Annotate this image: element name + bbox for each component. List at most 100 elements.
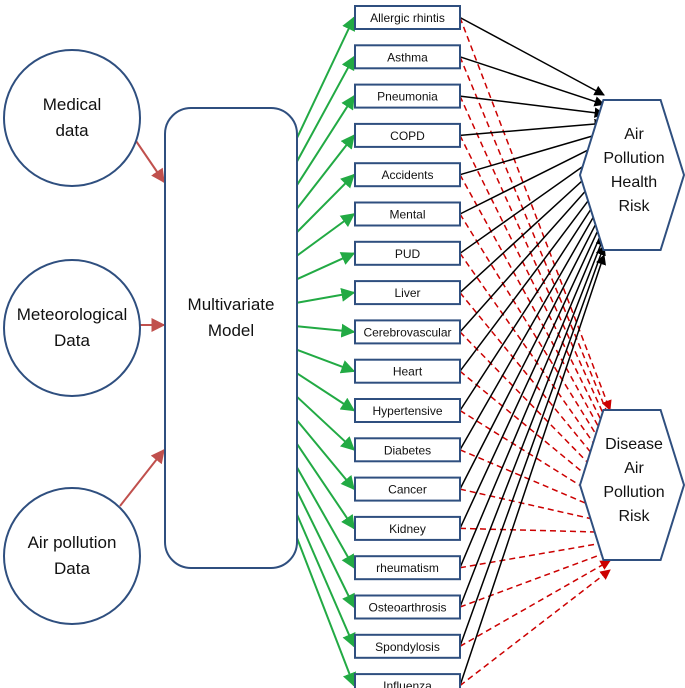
model-to-disease-arrow [296,94,355,186]
disease-label: Osteoarthrosis [368,601,446,615]
disease-node [354,319,461,345]
disease-node [354,633,461,659]
disease-risk-arrow [459,17,612,411]
output-node-label: Disease [605,436,663,453]
health-risk-arrow [459,216,605,529]
health-risk-arrow [459,244,606,647]
disease-label: PUD [395,247,421,261]
health-risk-arrow [459,160,605,294]
disease-risk-arrow [459,538,612,569]
model-to-disease-arrow [296,134,355,210]
health-risk-arrow [459,141,605,215]
input-node-label: Meteorological [17,305,128,324]
disease-node [354,280,461,306]
model-to-disease-arrow [296,372,356,412]
disease-node [354,162,461,188]
disease-label: Cancer [388,483,427,497]
disease-label: Mental [389,208,425,222]
model-to-disease-arrow [296,396,356,451]
disease-label: COPD [390,129,425,143]
output-node-label: Health [611,174,657,191]
input-node-label: Medical [43,95,102,114]
health-risk-arrow [459,225,606,568]
disease-label: Influenza [383,679,432,688]
input-node-label: data [55,121,89,140]
disease-node [354,5,461,30]
disease-risk-arrow [459,549,611,608]
input-node [3,487,141,625]
output-node-label: Air [624,460,644,477]
input-node-label: Data [54,559,90,578]
health-risk-arrow [459,197,605,451]
disease-risk-arrow [459,174,611,449]
disease-node [354,398,461,423]
model-node [164,107,298,569]
disease-node [354,476,461,502]
disease-risk-arrow [459,213,611,458]
output-node-label: Risk [618,198,650,215]
disease-label: Accidents [381,168,433,182]
disease-risk-arrow [459,252,611,468]
disease-node [354,555,461,581]
disease-label: Kidney [389,522,426,536]
model-to-disease-arrow [296,466,355,569]
disease-node [354,594,461,620]
output-node-label: Pollution [603,150,664,167]
input-to-model-arrow [133,137,165,184]
disease-node [354,515,461,541]
output-node-label: Air [624,126,644,143]
output-node-label: Risk [618,508,650,525]
output-node-label: Pollution [603,484,664,501]
model-label: Model [208,321,254,340]
disease-node [354,44,461,70]
input-to-model-arrow [119,448,165,507]
disease-node [354,83,461,109]
model-to-disease-arrow [296,252,356,281]
output-node [578,99,685,251]
model-to-disease-arrow [296,55,355,163]
input-node [3,259,141,397]
disease-risk-arrow [459,488,612,526]
disease-node [354,437,461,463]
health-risk-arrow [459,254,606,686]
model-to-disease-arrow [296,287,356,304]
disease-node [354,122,461,148]
model-to-disease-arrow [296,213,356,257]
model-to-disease-arrow [296,490,355,609]
disease-label: Allergic rhintis [370,11,445,25]
disease-risk-arrow [459,559,611,647]
input-node-label: Air pollution [28,533,117,552]
disease-node [354,240,461,266]
model-to-disease-arrow [296,443,355,530]
disease-label: Hypertensive [372,404,442,418]
health-risk-arrow [459,188,605,411]
model-to-disease-arrow [296,16,355,139]
disease-label: Pneumonia [377,90,438,104]
health-risk-arrow [459,150,605,254]
health-risk-arrow [459,169,605,333]
disease-risk-arrow [459,95,611,430]
health-risk-arrow [459,95,606,118]
model-to-disease-arrow [296,323,356,338]
disease-label: Asthma [387,50,428,64]
health-risk-arrow [459,56,605,107]
disease-node [354,201,461,227]
model-to-disease-arrow [296,419,355,491]
disease-label: Heart [393,365,423,379]
disease-label: Diabetes [384,443,431,457]
disease-label: Spondylosis [375,640,440,654]
disease-label: Liver [394,286,420,300]
input-node-label: Data [54,331,90,350]
model-to-disease-arrow [296,537,356,687]
health-risk-arrow [459,178,605,372]
health-risk-arrow [459,118,606,137]
disease-risk-arrow [459,569,611,687]
disease-risk-arrow [459,526,612,538]
disease-label: rheumatism [376,561,439,575]
input-node [3,49,141,187]
output-node [578,409,685,561]
disease-node [354,358,461,384]
model-to-disease-arrow [296,514,356,648]
